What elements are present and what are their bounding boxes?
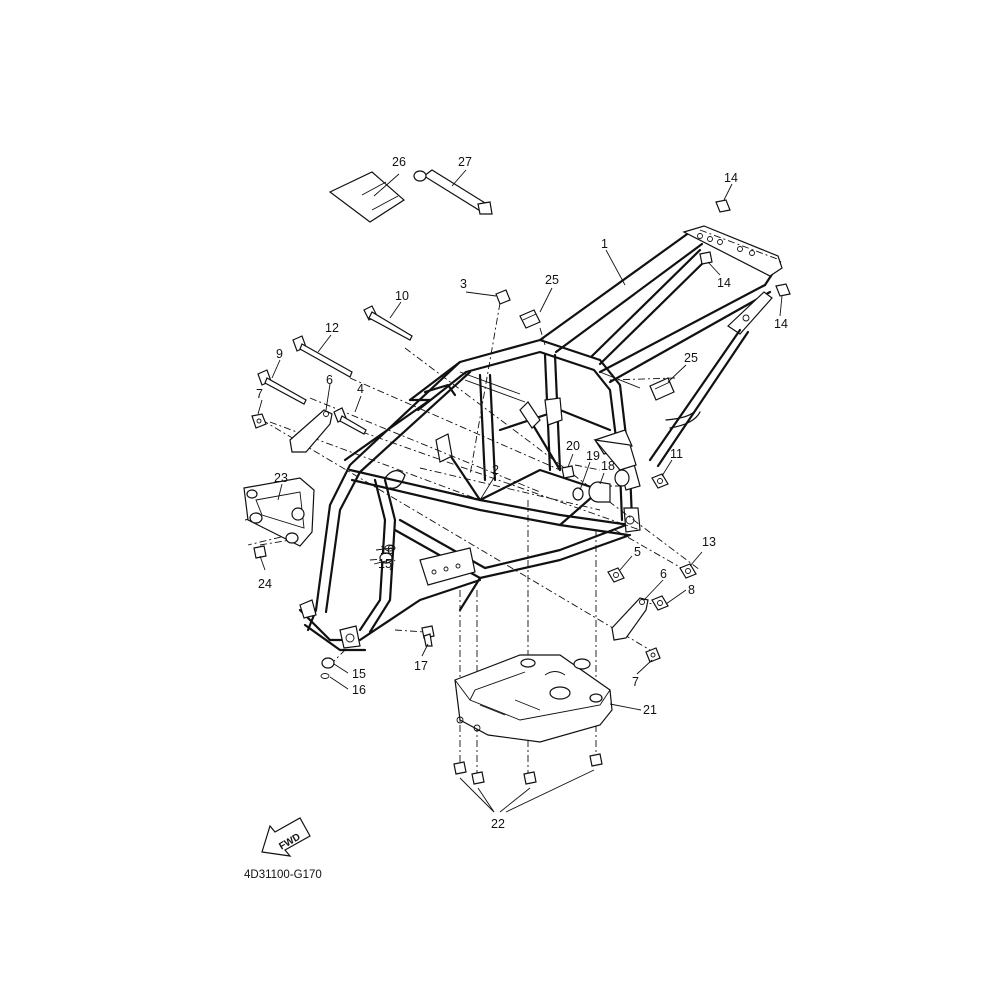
callout-6-upper: 6	[326, 373, 333, 387]
skid-plate-21	[454, 654, 613, 743]
grommet-15-lower	[321, 657, 335, 669]
bolt-24	[253, 545, 267, 559]
main-frame	[298, 225, 783, 652]
callout-6-lower: 6	[660, 567, 667, 581]
callout-2: 2	[492, 463, 499, 477]
callout-19: 19	[586, 449, 600, 463]
leader-lines	[257, 169, 783, 813]
callout-13: 13	[702, 535, 716, 549]
callout-23: 23	[274, 471, 288, 485]
bolt-22-b	[471, 771, 485, 785]
callout-15-lower: 15	[352, 667, 366, 681]
callout-14-top: 14	[724, 171, 738, 185]
callout-14-right: 14	[774, 317, 788, 331]
callout-8: 8	[688, 583, 695, 597]
engine-bracket-23	[243, 477, 315, 547]
clip-16-lower	[320, 673, 330, 679]
clip-16-upper	[384, 544, 396, 552]
callout-5: 5	[634, 545, 641, 559]
bolt-4	[333, 407, 367, 435]
callout-labels: 1 2 3 4 5 6 6 7 7 8 9 10 11 12 13 14 14 …	[256, 155, 788, 831]
cap-14-mid	[699, 251, 713, 265]
bushing-18	[588, 481, 611, 503]
rubber-25-upper	[519, 309, 541, 329]
nut-5	[607, 567, 625, 583]
tool-27	[413, 169, 493, 215]
nut-7-lower	[645, 647, 661, 663]
callout-16-upper: 16	[380, 543, 394, 557]
bolt-10	[363, 305, 413, 341]
mount-bracket-right	[593, 439, 637, 487]
callout-17: 17	[414, 659, 428, 673]
callout-4: 4	[357, 382, 364, 396]
nut-13	[679, 563, 697, 579]
callout-7-lower: 7	[632, 675, 639, 689]
bracket-6-right	[611, 597, 649, 641]
callout-21: 21	[643, 703, 657, 717]
callout-18: 18	[601, 459, 615, 473]
bolt-9	[257, 369, 307, 405]
bracket-6-left	[289, 409, 333, 453]
callout-3: 3	[460, 277, 467, 291]
bolt-17	[421, 625, 435, 647]
callout-20: 20	[566, 439, 580, 453]
callout-24: 24	[258, 577, 272, 591]
callout-16-lower: 16	[352, 683, 366, 697]
nut-7-upper	[251, 413, 267, 429]
diagram-code: 4D31100-G170	[244, 869, 322, 881]
bolt-3	[495, 289, 511, 305]
callout-15-upper: 15	[378, 557, 392, 571]
callout-10: 10	[395, 289, 409, 303]
callout-25-lower: 25	[684, 351, 698, 365]
tool-pouch-26	[328, 171, 405, 223]
washer-19	[572, 487, 584, 501]
callout-22: 22	[491, 817, 505, 831]
bolt-22-a	[453, 761, 467, 775]
nut-20	[561, 465, 575, 479]
callout-1: 1	[601, 237, 608, 251]
nut-11	[651, 473, 669, 489]
callout-25-upper: 25	[545, 273, 559, 287]
callout-11: 11	[670, 447, 683, 461]
callout-7-upper: 7	[256, 387, 263, 401]
bolt-22-d	[589, 753, 603, 767]
callout-9: 9	[276, 347, 283, 361]
forward-arrow-icon: FWD	[261, 817, 311, 857]
cap-14-right	[775, 283, 791, 297]
bolt-12	[292, 335, 353, 378]
callout-14-mid: 14	[717, 276, 731, 290]
bolt-22-c	[523, 771, 537, 785]
cap-14-top	[715, 199, 731, 213]
callout-12: 12	[325, 321, 339, 335]
rubber-25-lower	[649, 377, 675, 401]
fasteners	[251, 199, 791, 785]
callout-26: 26	[392, 155, 406, 169]
nut-8	[651, 595, 669, 611]
callout-27: 27	[458, 155, 472, 169]
